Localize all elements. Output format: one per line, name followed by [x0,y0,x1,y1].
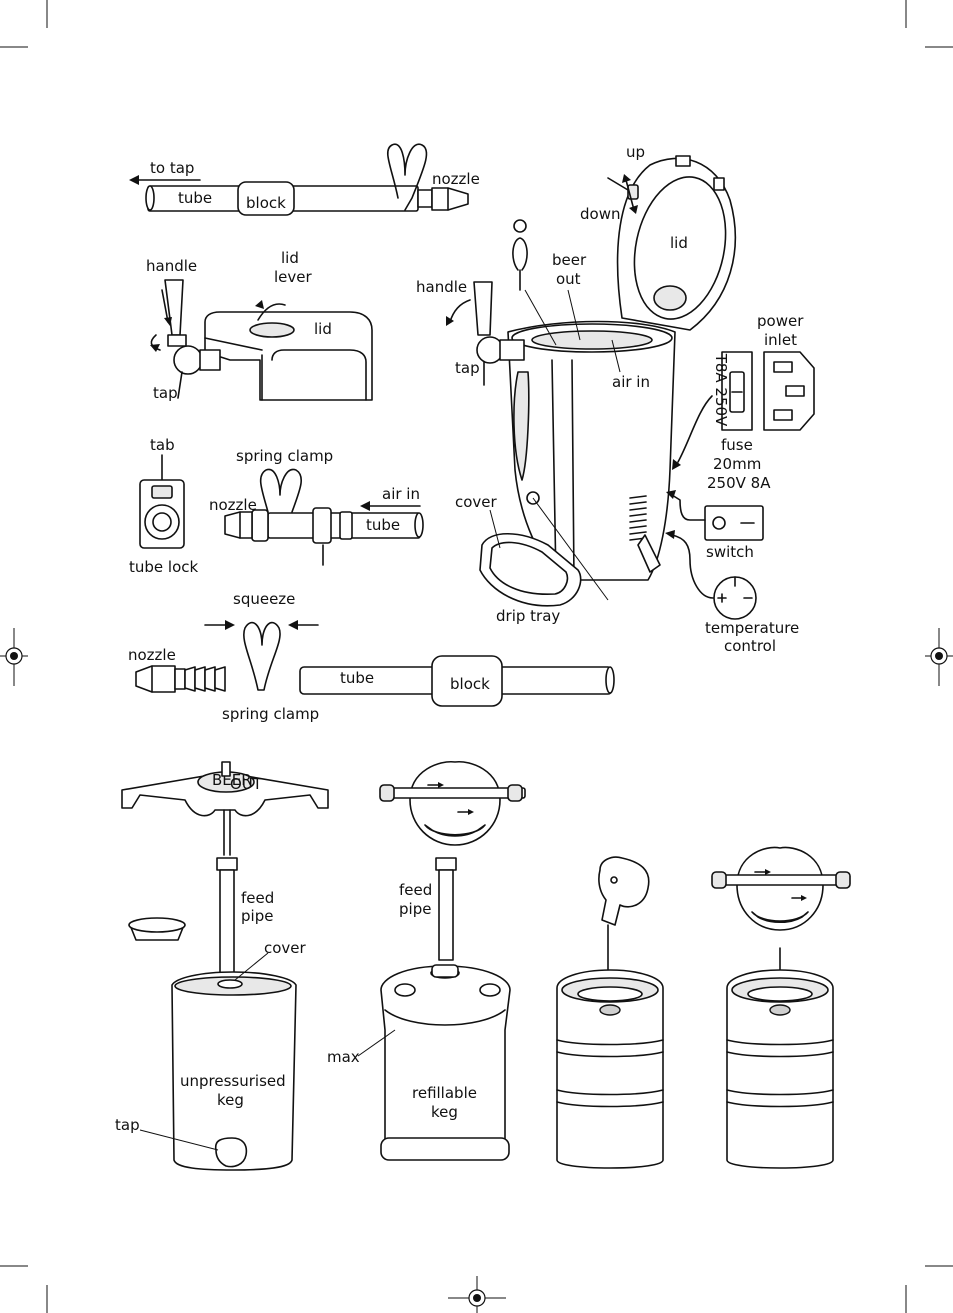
label-nozzle-mid: nozzle [209,496,257,514]
label-lid-lever-1: lid [281,249,299,267]
label-power-inlet-2: inlet [764,331,797,349]
label-up: up [626,143,645,161]
label-nozzle: nozzle [432,170,480,188]
label-tube-mid: tube [366,516,400,534]
label-tab: tab [150,436,175,454]
label-block: block [246,194,286,212]
temperature-control-detail: temperature control [665,530,799,655]
registration-mark-right [925,628,953,686]
label-down: down [580,205,620,223]
label-fuse-2: 20mm [713,455,761,473]
label-unpressurised-2: keg [217,1091,244,1109]
pressurised-keg-head [711,846,851,1169]
label-tube-bot: tube [340,669,374,687]
label-spring-clamp-bot: spring clamp [222,705,319,723]
label-temp-2: control [724,637,776,655]
label-tube-lock: tube lock [129,558,198,576]
label-tube: tube [178,189,212,207]
refillable-keg: feed pipe max refillable keg [327,760,526,1161]
label-nozzle-bot: nozzle [128,646,176,664]
label-feed-pipe-b1: feed [399,881,432,899]
label-spring-clamp: spring clamp [236,447,333,465]
label-refillable-2: keg [431,1103,458,1121]
label-beer-out-2: out [556,270,581,288]
label-tap: tap [153,384,178,402]
label-cover-main: cover [455,493,498,511]
label-block-bot: block [450,675,490,693]
label-squeeze: squeeze [233,590,295,608]
registration-mark-bottom [448,1276,506,1313]
squeeze-spring-clamp-detail: squeeze nozzle spring clamp tube block [128,590,615,723]
vent-slots [629,495,647,541]
label-feed-pipe-a2: pipe [241,907,273,925]
label-power-inlet-1: power [757,312,804,330]
label-unpressurised-1: unpressurised [180,1072,286,1090]
label-to-tap: to tap [150,159,194,177]
label-feed-pipe-a1: feed [241,889,274,907]
label-cover-keg: cover [264,939,307,957]
label-air-in-main: air in [612,373,650,391]
keg-cap-text-2: OUT [230,775,263,793]
tube-block-nozzle-assembly: to tap tube block nozzle [129,143,480,216]
switch-icon [704,505,764,541]
label-refillable-1: refillable [412,1084,477,1102]
label-air-in: air in [382,485,420,503]
label-lid-lever-2: lever [274,268,313,286]
label-lid-main: lid [670,234,688,252]
power-inlet-fuse-detail: T8A 250V power inlet fuse 20mm 250V 8A [672,312,815,492]
fuse-holder-text: T8A 250V [712,353,730,427]
label-temp-1: temperature [705,619,799,637]
handle-lid-lever-detail: handle lid lever lid tap [146,249,373,402]
switch-detail: switch [666,490,764,561]
label-switch: switch [706,543,754,561]
label-feed-pipe-b2: pipe [399,900,431,918]
label-handle-main: handle [416,278,467,296]
label-lid: lid [314,320,332,338]
tube-lock-detail: tab tube lock [129,436,198,576]
label-drip-tray: drip tray [496,607,560,625]
label-fuse-1: fuse [721,436,753,454]
registration-mark-left [0,628,28,686]
label-tap-main: tap [455,359,480,377]
beer-dispenser-main: up down lid beer out handle tap air in c… [416,143,737,625]
unpressurised-keg: BEER OUT feed pipe cover unpressurised k… [115,761,329,1171]
label-handle: handle [146,257,197,275]
spring-clamp-air-in-detail: spring clamp nozzle air in tube [209,447,424,566]
label-tap-keg: tap [115,1116,140,1134]
label-fuse-3: 250V 8A [707,474,771,492]
label-max: max [327,1048,360,1066]
label-beer-out-1: beer [552,251,587,269]
pressurised-keg-cap [556,856,664,1169]
